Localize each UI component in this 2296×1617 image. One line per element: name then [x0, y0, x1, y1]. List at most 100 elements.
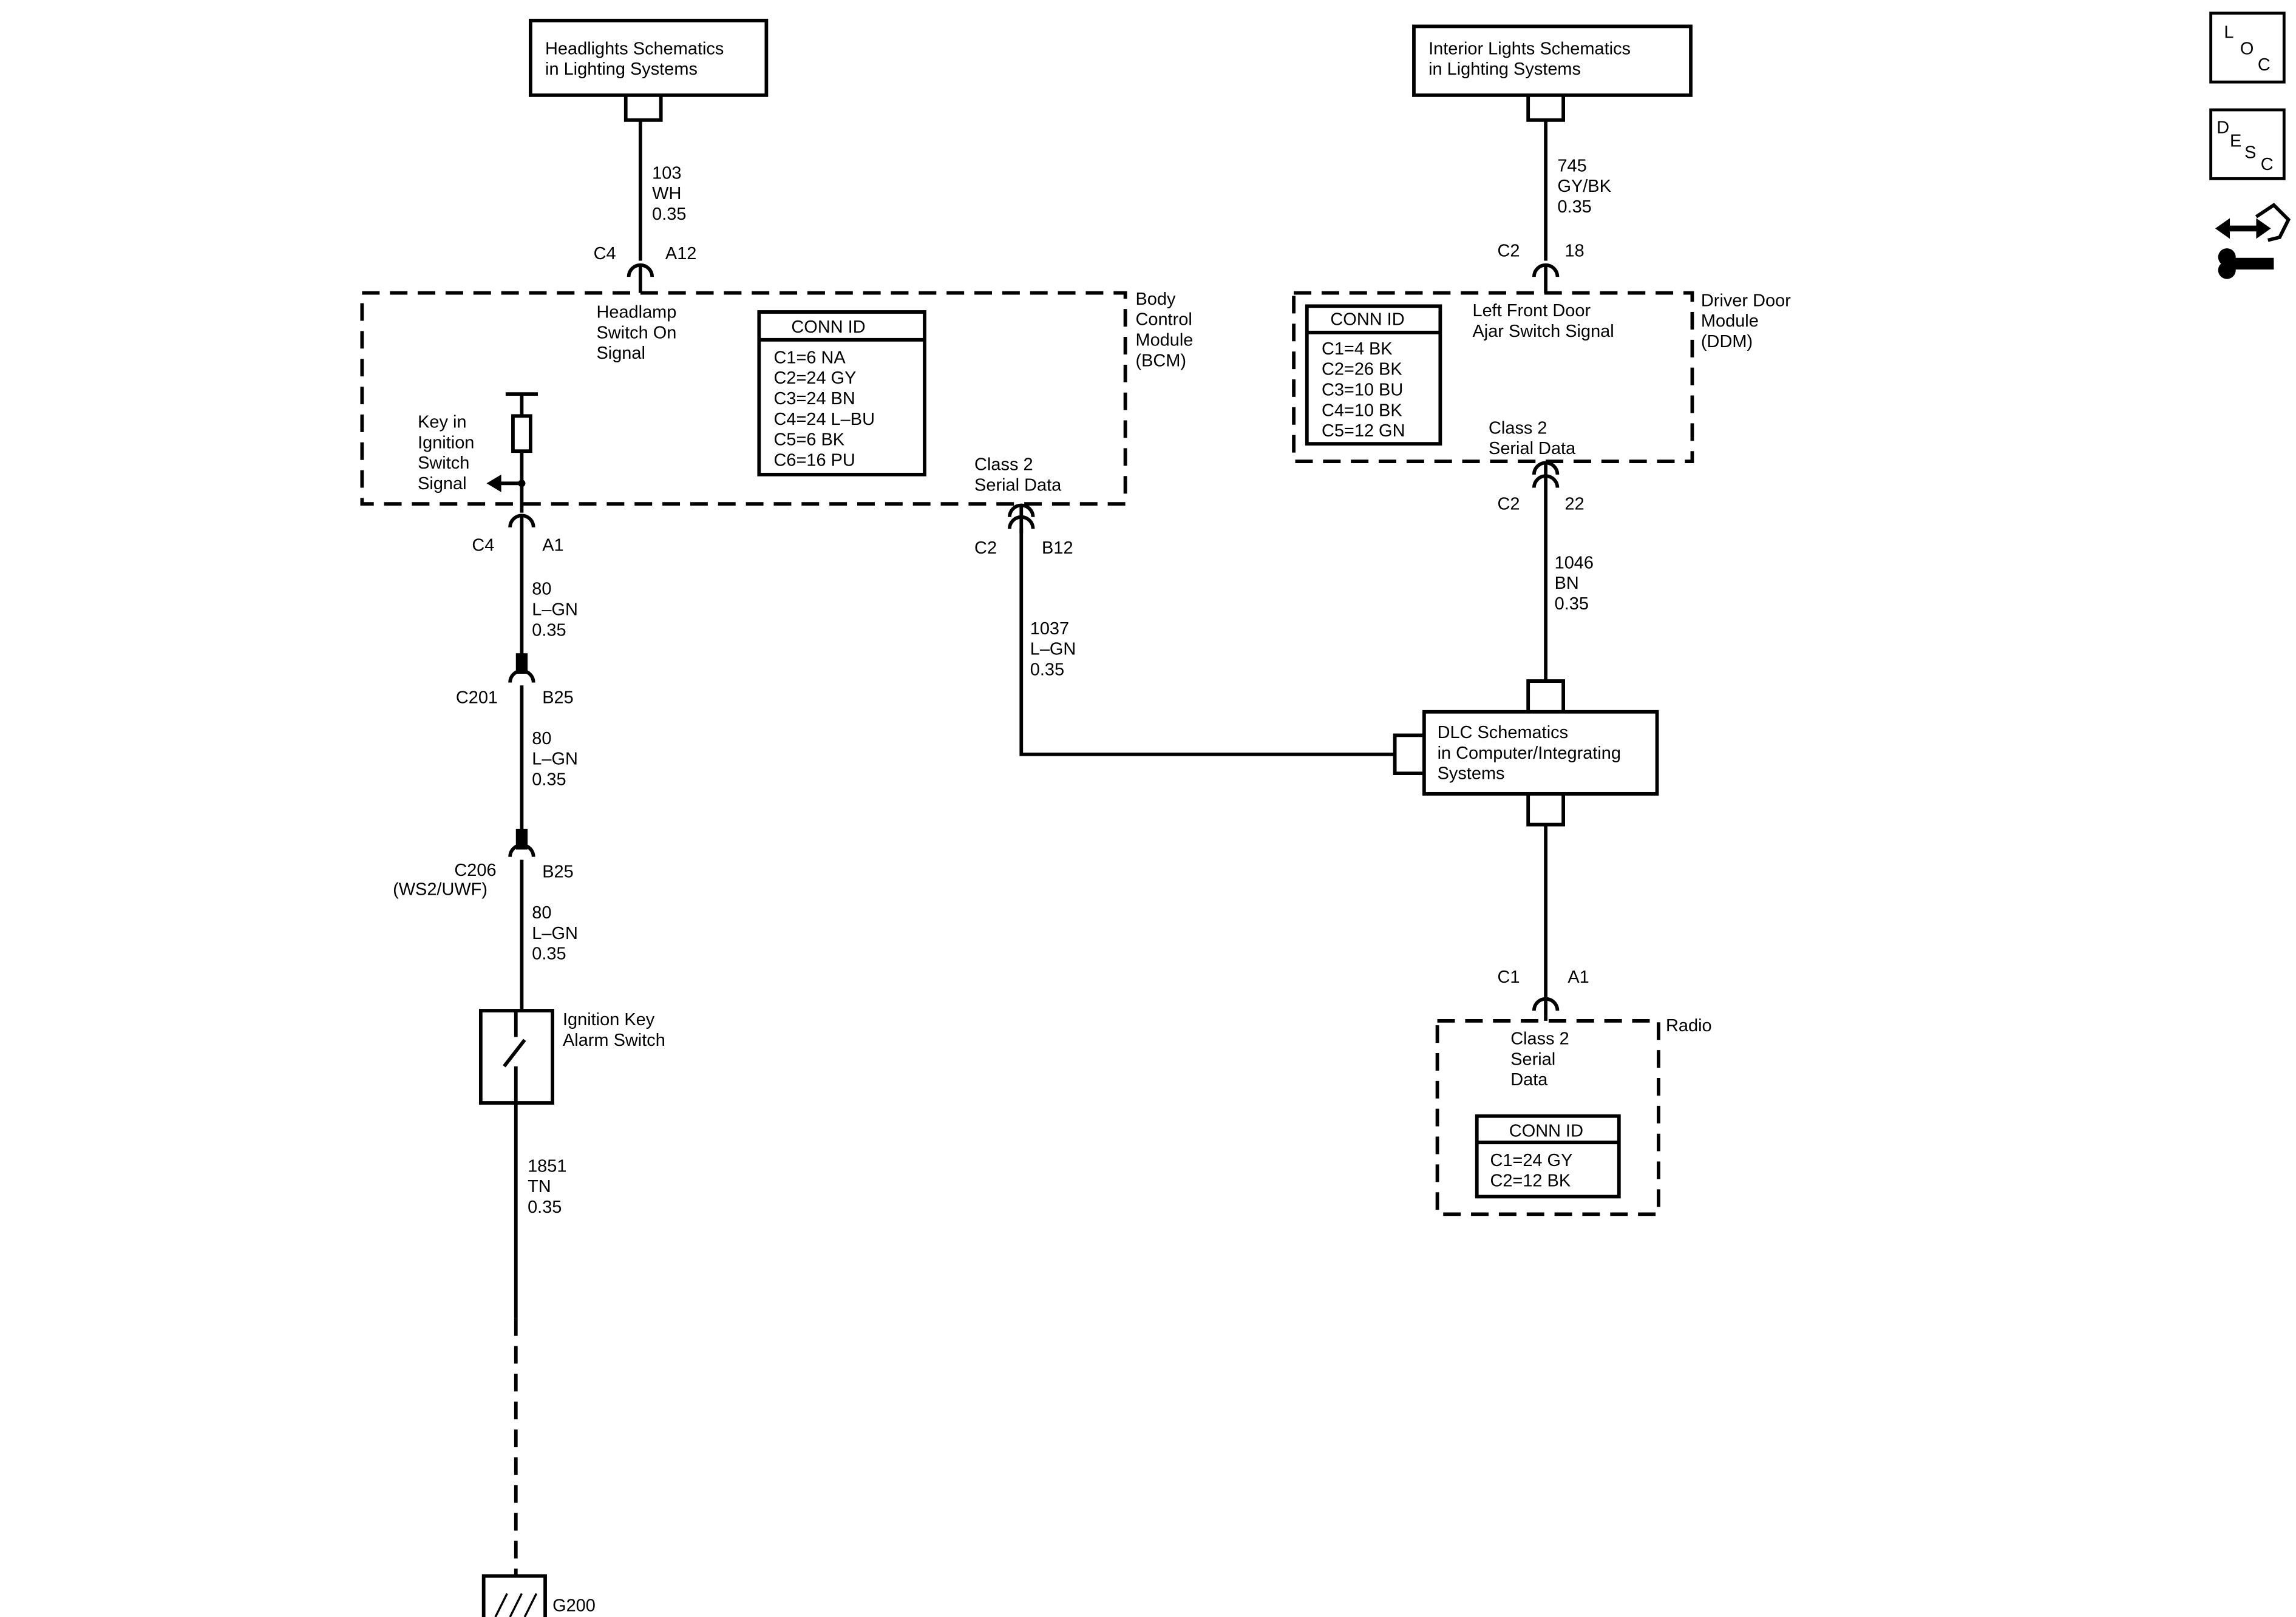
svg-text:L–GN: L–GN	[1030, 640, 1076, 659]
svg-text:Headlamp: Headlamp	[596, 303, 676, 322]
svg-text:0.35: 0.35	[532, 770, 566, 789]
svg-text:C2=24 GY: C2=24 GY	[773, 368, 856, 388]
ground-label: G200	[552, 1596, 596, 1615]
svg-text:S: S	[2244, 143, 2256, 163]
svg-text:0.35: 0.35	[528, 1198, 562, 1217]
svg-text:C6=16 PU: C6=16 PU	[773, 450, 855, 470]
ground-g200: G200	[481, 1574, 596, 1617]
connector-label: C4	[472, 535, 494, 555]
ddm-module[interactable]	[1292, 291, 1694, 464]
bcm-module[interactable]	[360, 291, 1127, 506]
svg-text:Serial Data: Serial Data	[1489, 439, 1576, 458]
svg-text:DLC Schematics: DLC Schematics	[1438, 723, 1569, 742]
wire-80-label-2: 80 L–GN 0.35	[532, 729, 578, 790]
svg-text:L: L	[2224, 23, 2233, 42]
pin-label: A1	[542, 535, 563, 555]
svg-text:Body: Body	[1135, 290, 1175, 309]
pin-label: A12	[665, 244, 697, 263]
svg-text:0.35: 0.35	[532, 620, 566, 640]
svg-text:C2=12 BK: C2=12 BK	[1490, 1171, 1571, 1191]
pin-label: A1	[1567, 968, 1589, 987]
svg-text:C4=24 L–BU: C4=24 L–BU	[773, 410, 875, 429]
svg-text:Ignition Key: Ignition Key	[563, 1010, 655, 1029]
ddm-name: Driver Door Module (DDM)	[1701, 291, 1791, 351]
svg-text:0.35: 0.35	[1557, 197, 1591, 217]
dlc-reference[interactable]: DLC Schematics in Computer/Integrating S…	[1422, 710, 1659, 796]
svg-text:Class 2: Class 2	[1510, 1029, 1569, 1049]
radio-serial-label: Class 2 Serial Data	[1510, 1029, 1569, 1090]
connector-c201	[508, 669, 535, 832]
svg-text:L–GN: L–GN	[532, 924, 578, 943]
svg-text:Serial: Serial	[1510, 1049, 1555, 1069]
svg-text:L–GN: L–GN	[532, 600, 578, 619]
svg-text:Serial Data: Serial Data	[974, 475, 1062, 495]
pin-label: B25	[542, 862, 574, 881]
svg-text:BN: BN	[1555, 574, 1579, 593]
svg-text:L–GN: L–GN	[532, 750, 578, 769]
svg-text:80: 80	[532, 729, 551, 748]
svg-text:80: 80	[532, 903, 551, 923]
svg-text:C: C	[2258, 55, 2271, 75]
svg-text:0.35: 0.35	[1555, 594, 1589, 614]
ignition-key-alarm-switch[interactable]	[478, 1009, 554, 1105]
svg-text:Control: Control	[1135, 310, 1192, 330]
connector-label: C2	[1498, 495, 1520, 514]
headlights-ref-line2: in Lighting Systems	[545, 59, 698, 79]
bcm-conn-id-table: CONN ID C1=6 NA C2=24 GY C3=24 BN C4=24 …	[757, 310, 926, 476]
loc-icon[interactable]: L O C	[2209, 12, 2286, 84]
desc-icon[interactable]: D E S C	[2209, 108, 2286, 180]
svg-text:1046: 1046	[1555, 553, 1594, 572]
connector-c206	[508, 843, 535, 1011]
headlights-ref-line1: Headlights Schematics	[545, 39, 724, 58]
connector-label: C201	[456, 688, 498, 707]
connector-label: C206	[454, 861, 496, 880]
key-signal-label: Key in Ignition Switch Signal	[418, 413, 474, 493]
radio-module[interactable]	[1435, 1019, 1660, 1216]
pin-label: B25	[542, 688, 574, 707]
svg-text:Switch: Switch	[418, 453, 469, 473]
pin-label: 22	[1565, 495, 1584, 514]
svg-text:Interior Lights Schematics: Interior Lights Schematics	[1428, 39, 1631, 58]
svg-text:103: 103	[652, 163, 681, 183]
svg-text:C2=26 BK: C2=26 BK	[1322, 360, 1402, 379]
svg-text:0.35: 0.35	[1030, 660, 1064, 679]
svg-text:Alarm Switch: Alarm Switch	[563, 1031, 665, 1050]
interior-lights-reference[interactable]: Interior Lights Schematics in Lighting S…	[1412, 24, 1693, 97]
svg-text:Key in: Key in	[418, 413, 466, 432]
connector-c2-b12	[1008, 503, 1035, 534]
bcm-serial-label: Class 2 Serial Data	[974, 455, 1062, 495]
wire-1037-label: 1037 L–GN 0.35	[1030, 619, 1076, 680]
svg-text:O: O	[2240, 39, 2254, 58]
svg-text:Ignition: Ignition	[418, 433, 474, 452]
svg-text:0.35: 0.35	[652, 205, 686, 224]
svg-text:C1=6 NA: C1=6 NA	[773, 348, 846, 367]
svg-text:WH: WH	[652, 184, 681, 203]
connector-label: C2	[1498, 241, 1520, 260]
svg-text:Data: Data	[1510, 1070, 1548, 1090]
connector-c1-a1	[1532, 997, 1560, 1021]
connector-label: C1	[1498, 968, 1520, 987]
headlights-reference[interactable]: Headlights Schematics in Lighting System…	[529, 18, 769, 97]
svg-text:80: 80	[532, 580, 551, 599]
radio-name: Radio	[1666, 1016, 1712, 1036]
connector-label: C4	[594, 244, 616, 263]
svg-text:TN: TN	[528, 1177, 551, 1196]
svg-text:1037: 1037	[1030, 619, 1069, 639]
svg-text:CONN ID: CONN ID	[1330, 310, 1404, 330]
connector-c2-18	[1532, 263, 1560, 293]
connector-c4-a1	[508, 514, 535, 674]
svg-text:Ajar Switch Signal: Ajar Switch Signal	[1472, 322, 1614, 341]
svg-text:745: 745	[1557, 156, 1586, 175]
svg-text:GY/BK: GY/BK	[1557, 177, 1611, 196]
svg-text:CONN ID: CONN ID	[1509, 1122, 1583, 1141]
svg-text:Signal: Signal	[418, 474, 466, 493]
svg-text:in Lighting Systems: in Lighting Systems	[1428, 59, 1581, 79]
connector-label: C2	[974, 538, 997, 558]
pin-label: B12	[1042, 538, 1073, 558]
ddm-serial-label: Class 2 Serial Data	[1489, 418, 1576, 458]
wire-80-label-3: 80 L–GN 0.35	[532, 903, 578, 964]
option-label: (WS2/UWF)	[393, 880, 487, 899]
svg-text:C4=10 BK: C4=10 BK	[1322, 401, 1402, 420]
connector-wrench-icon[interactable]	[2215, 203, 2291, 279]
pin-label: 18	[1565, 241, 1584, 260]
